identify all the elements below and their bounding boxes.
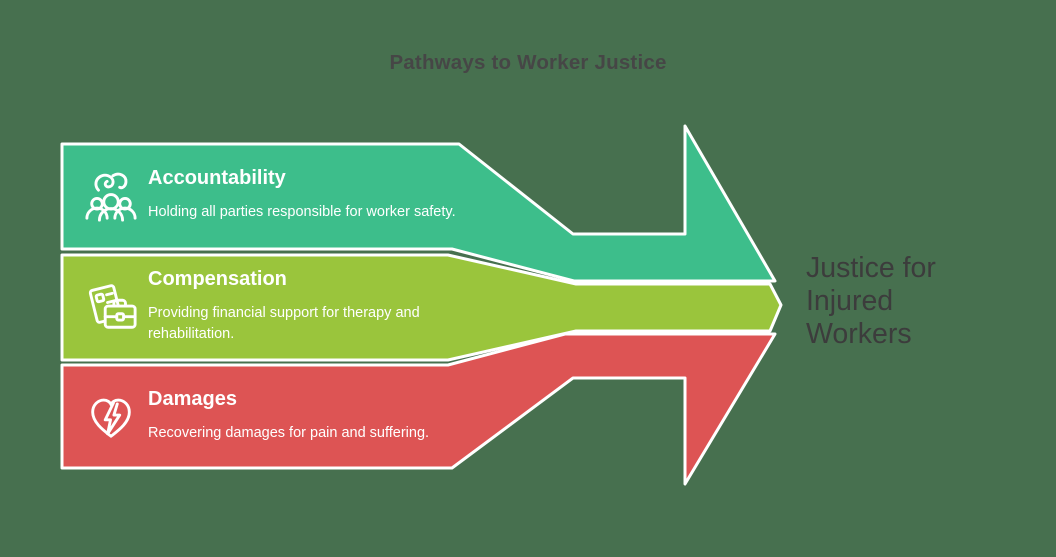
band-description: Holding all parties responsible for work… bbox=[148, 204, 456, 221]
broken-heart-icon bbox=[91, 398, 131, 438]
band-heading: Accountability bbox=[148, 167, 286, 190]
compensation-band-shape bbox=[60, 253, 783, 362]
band-heading: Damages bbox=[148, 387, 237, 410]
band-accountability: Accountability Holding all parties respo… bbox=[84, 143, 484, 248]
band-description: Providing financial support for therapy … bbox=[148, 304, 420, 342]
band-heading: Compensation bbox=[148, 267, 287, 290]
band-compensation: Compensation Providing financial support… bbox=[84, 254, 484, 359]
band-damages: Damages Recovering damages for pain and … bbox=[84, 364, 484, 468]
damages-band-shape bbox=[60, 332, 777, 486]
result-label: Justice for Injured Workers bbox=[806, 252, 936, 350]
accountability-band-shape bbox=[60, 124, 777, 283]
band-description: Recovering damages for pain and sufferin… bbox=[148, 424, 430, 441]
diagram-title: Pathways to Worker Justice bbox=[389, 51, 667, 74]
documents-briefcase-icon bbox=[88, 283, 137, 329]
people-group-icon bbox=[85, 172, 137, 222]
